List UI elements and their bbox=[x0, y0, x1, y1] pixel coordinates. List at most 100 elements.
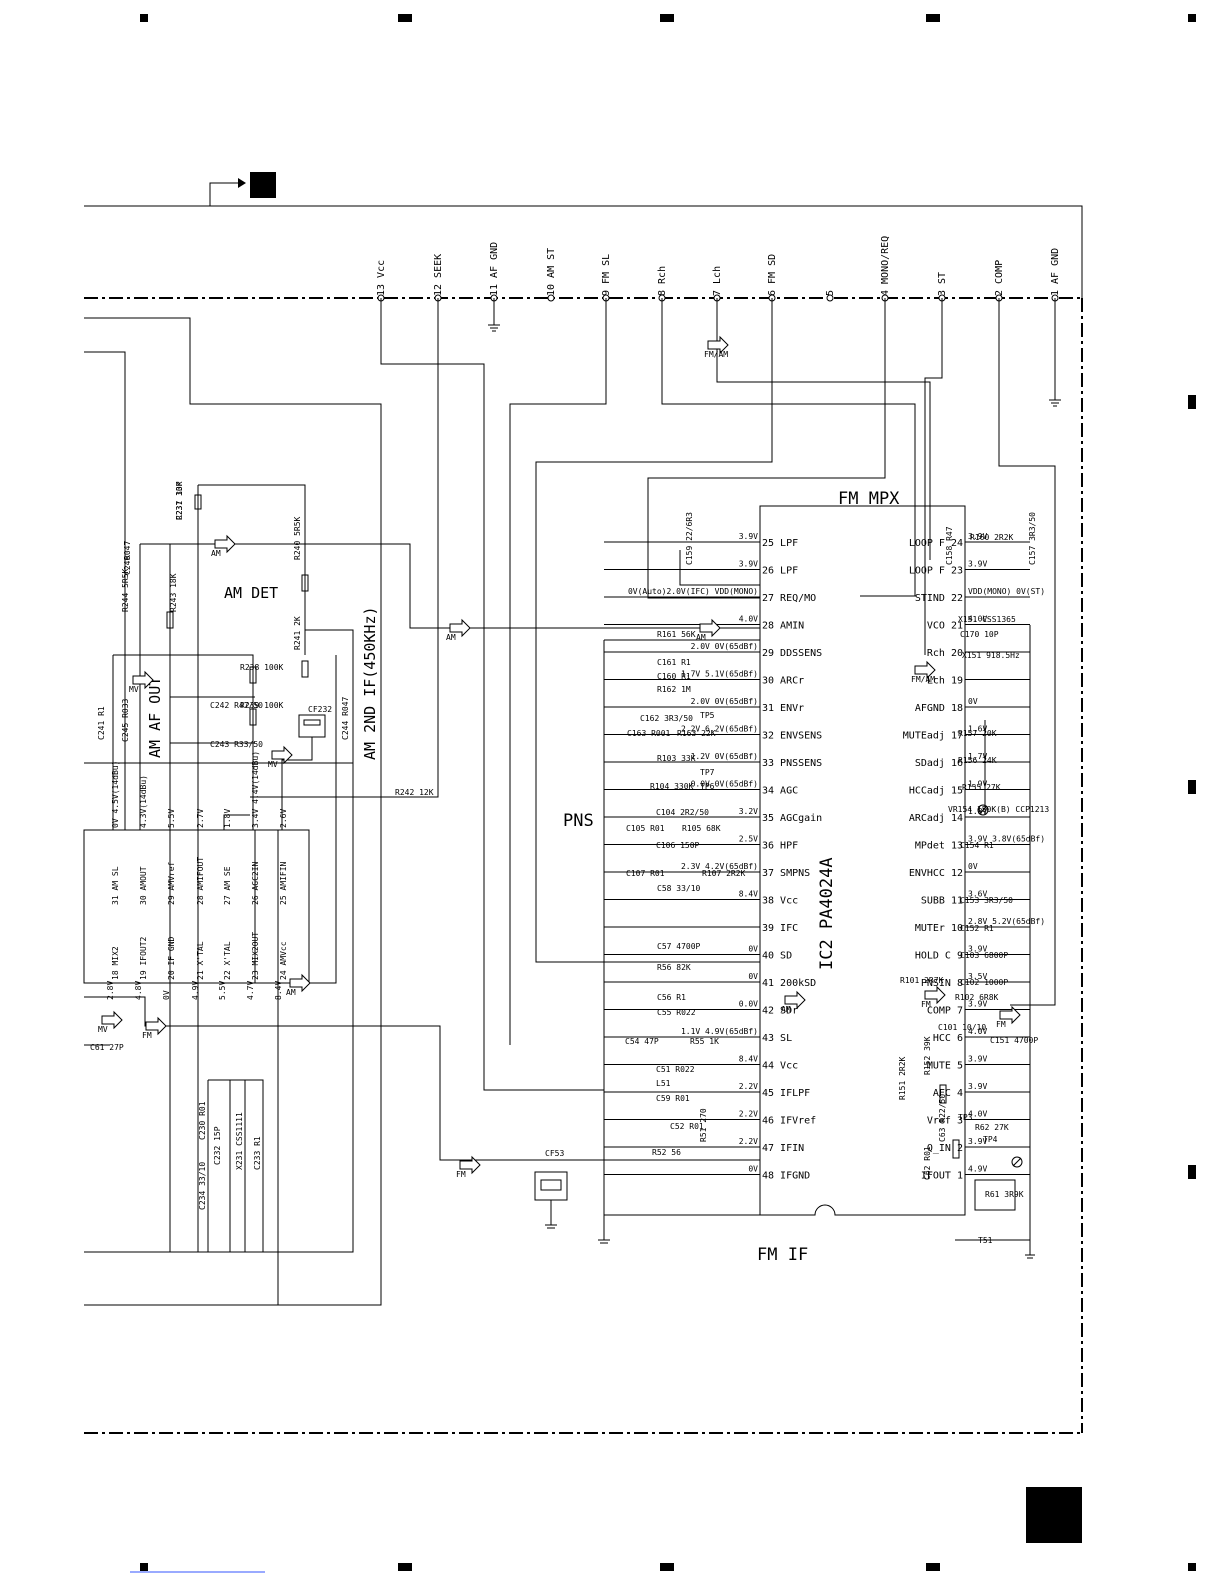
svg-text:25 AMIFIN: 25 AMIFIN bbox=[279, 861, 288, 905]
ic2-pin-voltage: 2.0V 0V(65dBf) bbox=[691, 642, 758, 651]
ic2-pin-label: 35 AGCgain bbox=[762, 813, 822, 824]
connector-pins: 13 Vcc 12 SEEK 11 AF GND 10 AM ST 9 FM S… bbox=[376, 236, 1061, 296]
svg-text:2 COMP: 2 COMP bbox=[994, 260, 1005, 296]
signal-tag: AM bbox=[696, 633, 706, 642]
signal-arrow-icon bbox=[132, 670, 154, 690]
component-label: C158 R47 bbox=[945, 526, 954, 565]
component-label: R244 5R5K bbox=[121, 568, 130, 612]
component-label: R237 10K bbox=[175, 481, 184, 520]
signal-tag: AM bbox=[446, 633, 456, 642]
component-label: R52 56 bbox=[652, 1148, 681, 1157]
component-label: C62 R01 bbox=[923, 1146, 932, 1180]
svg-text:10 AM ST: 10 AM ST bbox=[546, 248, 557, 296]
svg-text:19 IFOUT2: 19 IFOUT2 bbox=[139, 936, 148, 980]
ic2-pin-label: 46 IFVref bbox=[762, 1116, 816, 1127]
svg-text:7 Lch: 7 Lch bbox=[712, 266, 723, 296]
ic2-pin-voltage: 4.0V bbox=[968, 1027, 987, 1036]
svg-text:30 AMOUT: 30 AMOUT bbox=[139, 866, 148, 905]
ic2-pin-voltage: 3.6V bbox=[968, 890, 987, 899]
component-label: X231 CSS1111 bbox=[235, 1112, 244, 1170]
component-label: C54 47P bbox=[625, 1037, 659, 1046]
svg-text:27 AM SE: 27 AM SE bbox=[223, 866, 232, 905]
component-label: C151 4700P bbox=[990, 1036, 1038, 1045]
component-label: C58 33/10 bbox=[657, 884, 701, 893]
am-af-out-label: AM AF OUT bbox=[146, 677, 164, 758]
ic2-pin-voltage: 3.9V 3.8V(65dBf) bbox=[968, 835, 1045, 844]
connector-pin: 1 AF GND bbox=[1050, 248, 1061, 296]
right-component-network bbox=[939, 625, 1035, 1259]
component-label: VR154 150K(B) CCP1213 bbox=[948, 805, 1049, 814]
ic2-block bbox=[759, 505, 966, 1216]
component-label: R240 5R5K bbox=[293, 516, 302, 560]
component-label: C154 R1 bbox=[960, 841, 994, 850]
signal-arrow-icon bbox=[449, 618, 471, 638]
ic2-pin-voltage: 4.0V bbox=[968, 615, 987, 624]
ic2-pin-voltage: 3.2V bbox=[739, 807, 758, 816]
svg-text:3 ST: 3 ST bbox=[937, 272, 948, 296]
ic2-pin-voltage: 2.2V bbox=[739, 1110, 758, 1119]
am-ic-block bbox=[83, 829, 310, 984]
ic2-pin-label: LOOP F 23 bbox=[909, 566, 963, 577]
signal-arrow-icon bbox=[699, 618, 721, 638]
pns-label: PNS bbox=[563, 811, 594, 831]
component-label: C159 22/6R3 bbox=[685, 512, 694, 565]
signal-arrow-icon bbox=[784, 990, 806, 1010]
component-label: C161 R1 bbox=[657, 658, 691, 667]
component-label: R157 20K bbox=[958, 729, 997, 738]
fm-if-label: FM IF bbox=[757, 1245, 808, 1265]
component-label: R242 12K bbox=[395, 788, 434, 797]
svg-text:1 AF GND: 1 AF GND bbox=[1050, 248, 1061, 296]
ic2-pin-label: COMP 7 bbox=[927, 1006, 963, 1017]
ic2-pin-label: 29 DDSSENS bbox=[762, 648, 822, 659]
ic2-pin-label: AFGND 18 bbox=[915, 703, 963, 714]
svg-text:5.5V: 5.5V bbox=[218, 981, 227, 1000]
svg-text:26 AGC2IN: 26 AGC2IN bbox=[251, 861, 260, 905]
signal-tag: FM bbox=[456, 1170, 466, 1179]
svg-text:IC2 PA4024A: IC2 PA4024A bbox=[817, 857, 837, 970]
signal-arrow-icon bbox=[271, 745, 293, 765]
component-label: R51 270 bbox=[699, 1108, 708, 1142]
ic2-pin-label: STIND 22 bbox=[915, 593, 963, 604]
component-label: R162 1M bbox=[657, 685, 691, 694]
svg-text:20 IF GND: 20 IF GND bbox=[167, 936, 176, 980]
ic2-pin-voltage: 2.2V bbox=[739, 1082, 758, 1091]
ic2-pin-label: 36 HPF bbox=[762, 841, 798, 852]
ic2-pin-label: 25 LPF bbox=[762, 538, 798, 549]
signal-tag: FM/AM bbox=[911, 675, 935, 684]
ic2-pin-label: Vref 3 bbox=[927, 1116, 963, 1127]
component-label: C230 R01 bbox=[198, 1101, 207, 1140]
svg-text:1.8V: 1.8V bbox=[223, 809, 232, 828]
svg-text:5.5V: 5.5V bbox=[167, 809, 176, 828]
am-det-label: AM DET bbox=[224, 584, 278, 602]
svg-text:11 AF GND: 11 AF GND bbox=[489, 242, 500, 296]
component-label: C55 R022 bbox=[657, 1008, 696, 1017]
ic2-pin-label: 39 IFC bbox=[762, 923, 798, 934]
connector-pin: 9 FM SL bbox=[601, 254, 612, 296]
ic2-pin-voltage: 0V(Auto)2.0V(IFC) VDD(MONO) bbox=[628, 587, 758, 596]
component-label: C231 33P bbox=[175, 481, 184, 520]
component-label: C157 3R3/50 bbox=[1028, 512, 1037, 565]
ic2-pin-label: 37 SMPNS bbox=[762, 868, 810, 879]
svg-text:4 MONO/REQ: 4 MONO/REQ bbox=[880, 236, 891, 296]
page-marker-block bbox=[1026, 1487, 1082, 1543]
ic2-pin-voltage: 0V bbox=[748, 1165, 758, 1174]
component-label: C232 15P bbox=[213, 1126, 222, 1165]
component-label: R104 330K bbox=[650, 782, 694, 791]
ic2-pin-label: MUTEr 10 bbox=[915, 923, 963, 934]
connector-pin: 10 AM ST bbox=[546, 248, 557, 296]
component-label: C246 bbox=[123, 556, 132, 575]
ic2-pin-label: 32 ENVSENS bbox=[762, 731, 822, 742]
ic2-pin-voltage: 3.9V bbox=[968, 1137, 987, 1146]
ic2-pin-voltage: 3.9V bbox=[739, 560, 758, 569]
signal-tag: FM bbox=[142, 1031, 152, 1040]
component-label: TP4 bbox=[983, 1135, 998, 1144]
component-label: C242 R47/50 bbox=[210, 701, 263, 710]
signal-tag: FM bbox=[921, 1000, 931, 1009]
signal-tag: FM/AM bbox=[704, 350, 728, 359]
svg-text:8 Rch: 8 Rch bbox=[657, 266, 668, 296]
ic2-pin-label: MUTE 5 bbox=[927, 1061, 963, 1072]
signal-arrow-icon bbox=[459, 1155, 481, 1175]
component-label: C61 27P bbox=[90, 1043, 124, 1052]
